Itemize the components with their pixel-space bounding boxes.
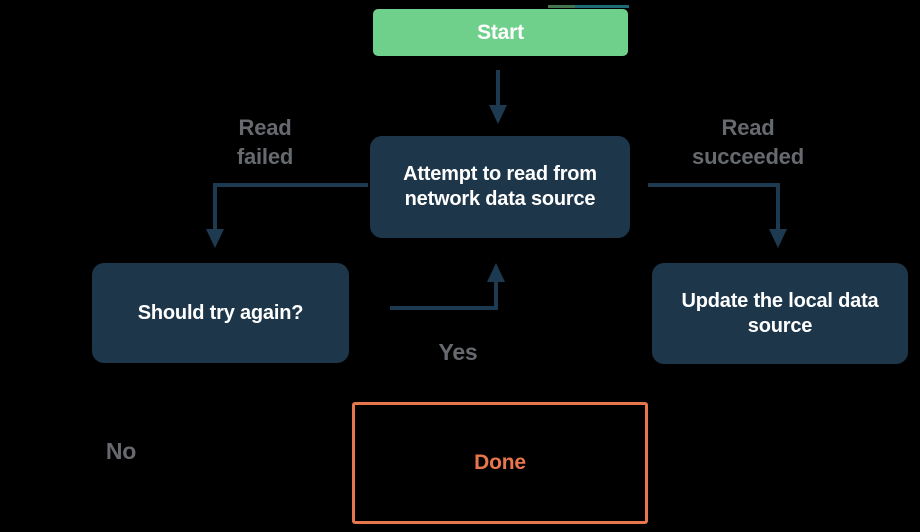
edge-label-read-succeeded: Read succeeded [692,115,804,169]
top-edge-artifact [548,5,575,8]
update-local-data-node-label: Update the local data source [681,289,879,337]
start-node-label: Start [477,20,524,44]
attempt-read-node-label: Attempt to read from network data source [403,163,597,210]
done-node: Done [352,402,648,524]
edge-label-yes: Yes [438,339,478,365]
arrow-attempt-to-should-try [206,183,368,248]
done-node-label: Done [474,451,526,474]
arrow-yes-to-attempt [390,263,505,310]
update-local-data-node: Update the local data source [652,263,908,364]
attempt-read-node: Attempt to read from network data source [370,136,630,238]
edge-label-no: No [105,438,137,464]
edge-label-read-failed: Read failed [236,115,294,169]
should-try-again-node: Should try again? [92,263,349,363]
should-try-again-node-label: Should try again? [137,301,304,324]
arrow-attempt-to-update [648,183,787,248]
arrow-start-to-attempt [489,70,507,124]
start-node: Start [373,9,628,56]
top-edge-artifact [575,5,629,8]
